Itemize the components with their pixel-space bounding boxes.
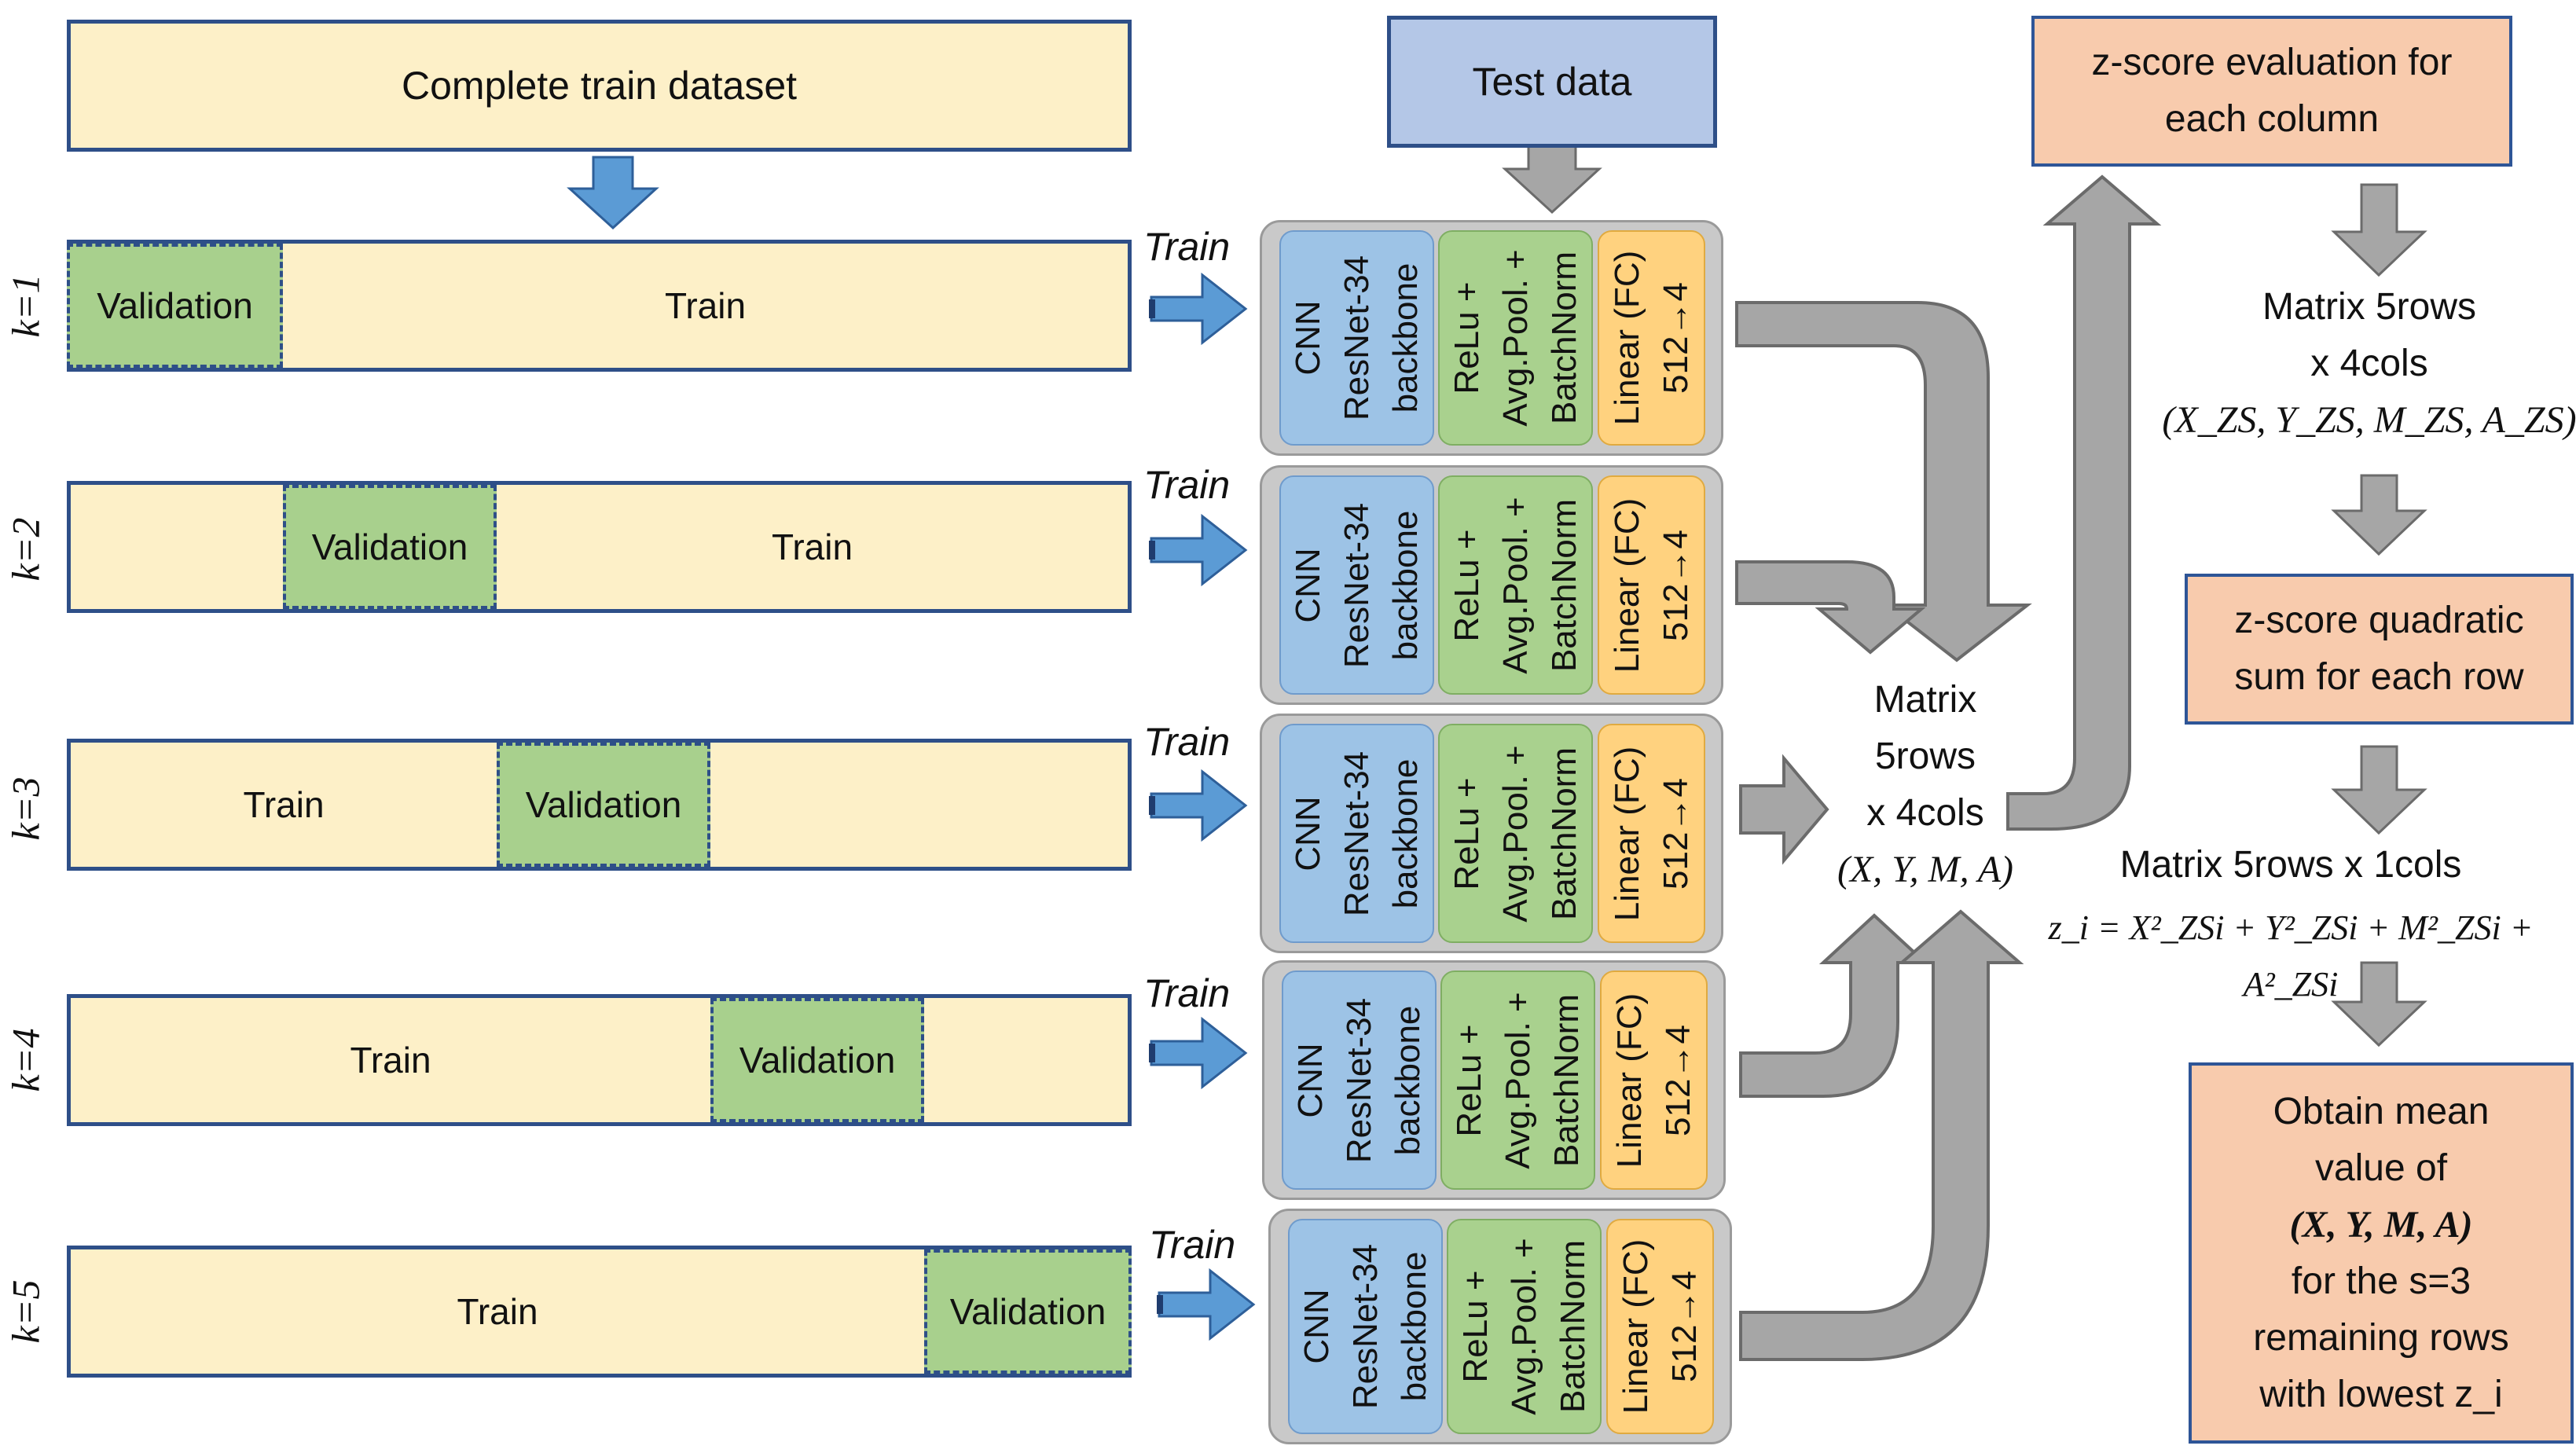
- train-arrow-label-k4: Train: [1143, 971, 1231, 1015]
- train-arrow-label-k1: Train: [1143, 225, 1231, 269]
- validation-segment: Validation: [67, 244, 283, 368]
- fold-label-k3: k=3: [3, 776, 48, 841]
- mean-line-5: remaining rows: [2253, 1316, 2509, 1359]
- linear-block: Linear (FC)512→4: [1598, 475, 1705, 695]
- dataset-label: Complete train dataset: [401, 64, 798, 108]
- fold-bar-k3: Train Validation: [67, 739, 1132, 871]
- relu-block: ReLu +Avg.Pool. +BatchNorm: [1447, 1219, 1602, 1434]
- train-arrow-label-k5: Train: [1149, 1223, 1236, 1267]
- zscore-eval-box: z-score evaluation for each column: [2031, 16, 2512, 167]
- mean-value-box: Obtain mean value of (X, Y, M, A) for th…: [2189, 1062, 2574, 1444]
- fold-label-k5: k=5: [3, 1279, 48, 1344]
- validation-segment: Validation: [710, 998, 924, 1122]
- train-arrow-label-k2: Train: [1143, 463, 1231, 507]
- relu-block: ReLu +Avg.Pool. +BatchNorm: [1440, 971, 1595, 1190]
- validation-segment: Validation: [283, 485, 497, 609]
- train-segment: Train: [243, 784, 325, 825]
- matrix-4cols-label: Matrix 5rows x 4cols (X, Y, M, A): [1800, 672, 2051, 898]
- fold-bar-k1: Validation Train: [67, 240, 1132, 372]
- matrix-zs-vars: (X_ZS, Y_ZS, M_ZS, A_ZS): [2162, 399, 2576, 441]
- validation-segment: Validation: [924, 1249, 1132, 1374]
- matrix-1col-label: Matrix 5rows x 1cols: [2119, 844, 2462, 886]
- quadratic-sum-box: z-score quadratic sum for each row: [2185, 574, 2574, 725]
- fold-label-k4: k=4: [3, 1028, 48, 1092]
- down-arrow-icon: [567, 156, 659, 230]
- test-down-arrow-icon: [1502, 144, 1602, 215]
- complete-train-dataset-box: Complete train dataset: [67, 20, 1132, 152]
- train-arrow-label-k3: Train: [1143, 720, 1231, 764]
- train-segment: [710, 743, 1128, 867]
- train-segment: [71, 485, 283, 609]
- linear-block: Linear (FC)512→4: [1600, 971, 1708, 1190]
- fold-label-k1: k=1: [3, 273, 48, 338]
- mean-line-2: value of: [2314, 1147, 2448, 1189]
- test-data-box: Test data: [1387, 16, 1717, 148]
- linear-block: Linear (FC)512→4: [1598, 724, 1705, 943]
- train-segment: Train: [664, 285, 747, 326]
- train-segment: Train: [350, 1040, 431, 1081]
- relu-block: ReLu +Avg.Pool. +BatchNorm: [1438, 230, 1593, 446]
- fold-bar-k5: Train Validation: [67, 1246, 1132, 1378]
- train-segment: Train: [457, 1291, 538, 1332]
- linear-block: Linear (FC)512→4: [1598, 230, 1705, 446]
- zscore-formula: z_i = X²_ZSi + Y²_ZSi + M²_ZSi + A²_ZSi: [2048, 908, 2534, 1004]
- train-arrow-icons: [1150, 272, 1256, 1341]
- step-down-arrow-icons: [2331, 183, 2427, 1048]
- mean-line-6: with lowest z_i: [2259, 1373, 2503, 1415]
- mean-line-4: for the s=3: [2291, 1260, 2471, 1302]
- train-segment: [924, 998, 1128, 1122]
- test-data-label: Test data: [1472, 60, 1632, 104]
- validation-segment: Validation: [497, 743, 710, 867]
- mean-line-1: Obtain mean: [2273, 1090, 2490, 1132]
- train-segment: Train: [771, 527, 853, 567]
- mean-line-3: (X, Y, M, A): [2289, 1203, 2473, 1246]
- converge-arrows: [1735, 174, 2162, 1361]
- matrix-vars: (X, Y, M, A): [1837, 849, 2013, 890]
- relu-block: ReLu +Avg.Pool. +BatchNorm: [1438, 724, 1593, 943]
- fold-label-k2: k=2: [3, 517, 48, 582]
- fold-bar-k4: Train Validation: [67, 994, 1132, 1126]
- matrix-zs-label: Matrix 5rows x 4cols (X_ZS, Y_ZS, M_ZS, …: [2157, 279, 2576, 449]
- fold-bar-k2: Validation Train: [67, 481, 1132, 613]
- relu-block: ReLu +Avg.Pool. +BatchNorm: [1438, 475, 1593, 695]
- linear-block: Linear (FC)512→4: [1606, 1219, 1714, 1434]
